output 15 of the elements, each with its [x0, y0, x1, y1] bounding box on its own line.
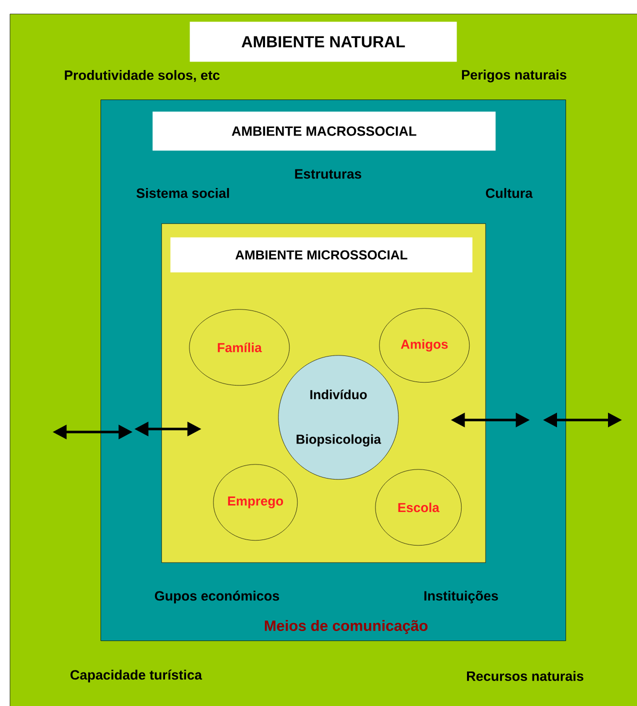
- ellipse-node: Escola: [375, 469, 462, 546]
- ellipse-node: Família: [189, 309, 290, 386]
- area-label: Perigos naturais: [462, 70, 566, 82]
- area-label: Gupos económicos: [154, 590, 280, 604]
- area-label: Capacidade turística: [70, 670, 202, 682]
- area-label: Estruturas: [295, 169, 362, 179]
- circle-node: Indivíduo Biopsicologia: [278, 355, 399, 480]
- area-label: Cultura: [486, 188, 533, 198]
- area-label: Instituições: [424, 590, 498, 604]
- area-label: Recursos naturais: [467, 671, 584, 681]
- ellipse-node: Emprego: [213, 464, 298, 541]
- ellipse-node: Amigos: [379, 308, 470, 383]
- area-label: Sistema social: [136, 188, 229, 198]
- area-label: Meios de comunicação: [264, 620, 428, 634]
- area-label: Produtividade solos, etc: [64, 70, 220, 82]
